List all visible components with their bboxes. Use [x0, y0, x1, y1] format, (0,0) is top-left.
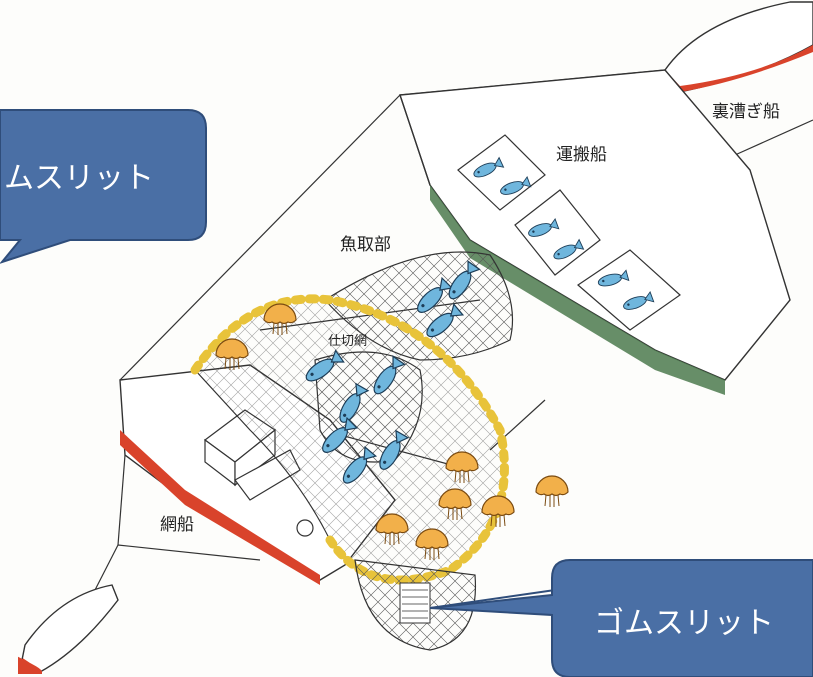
callout-bottom-right-text: ゴムスリット — [594, 606, 774, 641]
cargo-box — [577, 249, 681, 331]
winch-icon — [296, 519, 314, 537]
label-net-ship: 網船 — [160, 515, 194, 535]
rubber-slit-panel — [399, 582, 431, 624]
small-boat-bottom-left — [18, 584, 119, 674]
label-back-rowing-boat: 裏漕ぎ船 — [712, 101, 780, 122]
cargo-box — [514, 189, 601, 276]
carrier-ship — [399, 69, 791, 395]
label-partition-net: 仕切網 — [328, 334, 367, 349]
back-rowing-boat — [664, 1, 813, 93]
jellyfish-icon — [535, 475, 569, 508]
cargo-box — [457, 134, 546, 211]
label-fish-catch-section: 魚取部 — [340, 235, 391, 255]
callout-bottom-right: ゴムスリット — [429, 559, 813, 677]
callout-top-left: ムスリット — [0, 109, 207, 264]
callout-top-left-text: ムスリット — [4, 161, 154, 196]
label-carrier-ship: 運搬船 — [556, 145, 607, 165]
